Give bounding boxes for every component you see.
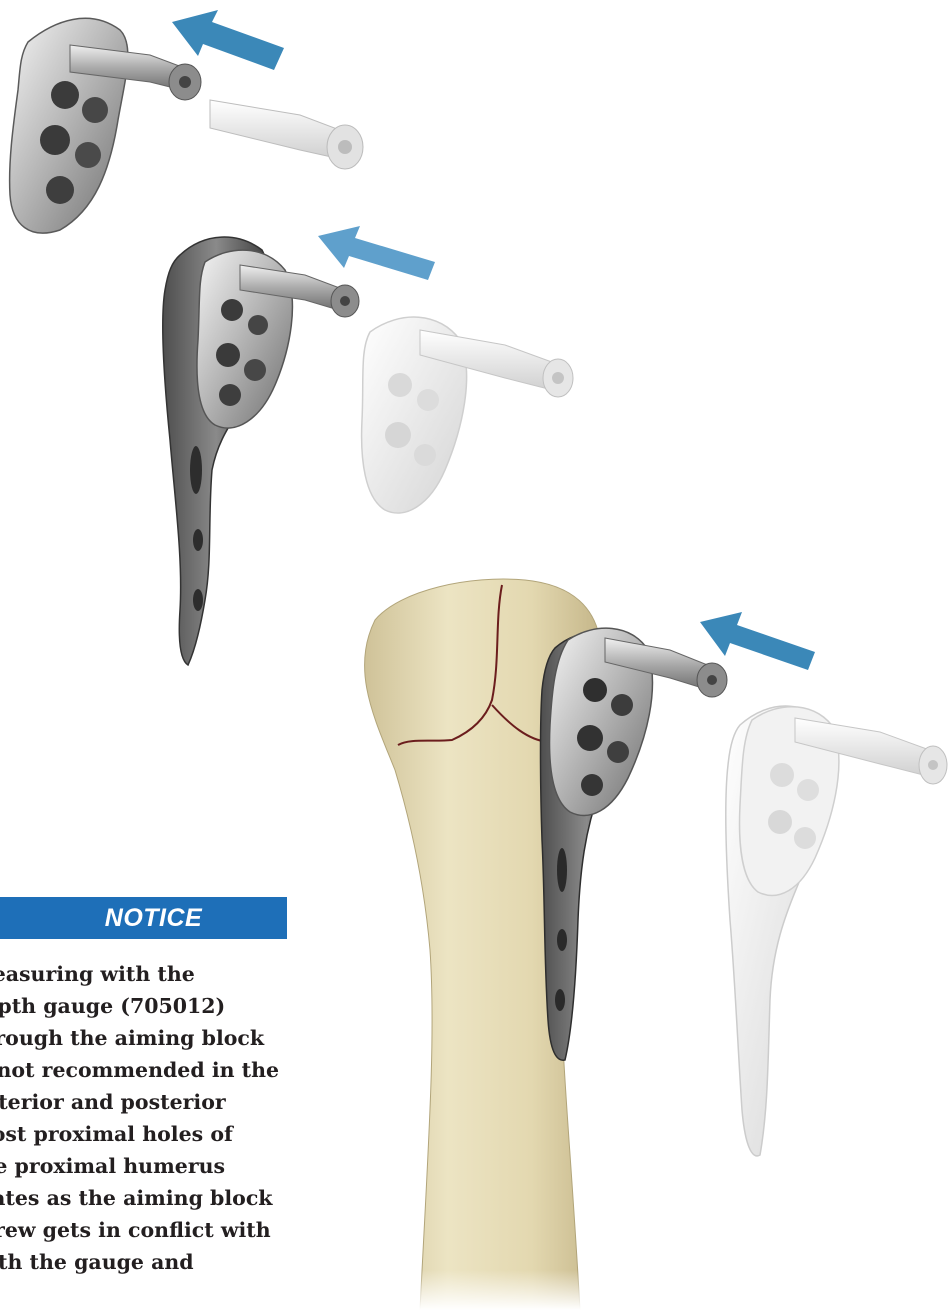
step-3-group — [365, 579, 947, 1310]
notice-line: anterior and posterior — [0, 1086, 370, 1118]
notice-body: Measuring with the depth gauge (705012) … — [0, 958, 370, 1278]
arrow-step-3-icon — [700, 612, 815, 670]
notice-line: through the aiming block — [0, 1022, 370, 1054]
notice-line: most proximal holes of — [0, 1118, 370, 1150]
ghost-screw-1 — [210, 100, 345, 160]
notice-line: Measuring with the — [0, 958, 370, 990]
notice-heading: NOTICE — [105, 904, 202, 932]
notice-line: screw gets in conflict with — [0, 1214, 370, 1246]
step-1-group — [10, 10, 363, 233]
notice-line: the proximal humerus — [0, 1150, 370, 1182]
notice-line: both the gauge and — [0, 1246, 370, 1278]
arrow-step-2-icon — [318, 226, 435, 280]
notice-line: plates as the aiming block — [0, 1182, 370, 1214]
notice-banner: NOTICE — [0, 897, 287, 939]
notice-line: is not recommended in the — [0, 1054, 370, 1086]
notice-line: depth gauge (705012) — [0, 990, 370, 1022]
arrow-step-1-icon — [172, 10, 284, 70]
